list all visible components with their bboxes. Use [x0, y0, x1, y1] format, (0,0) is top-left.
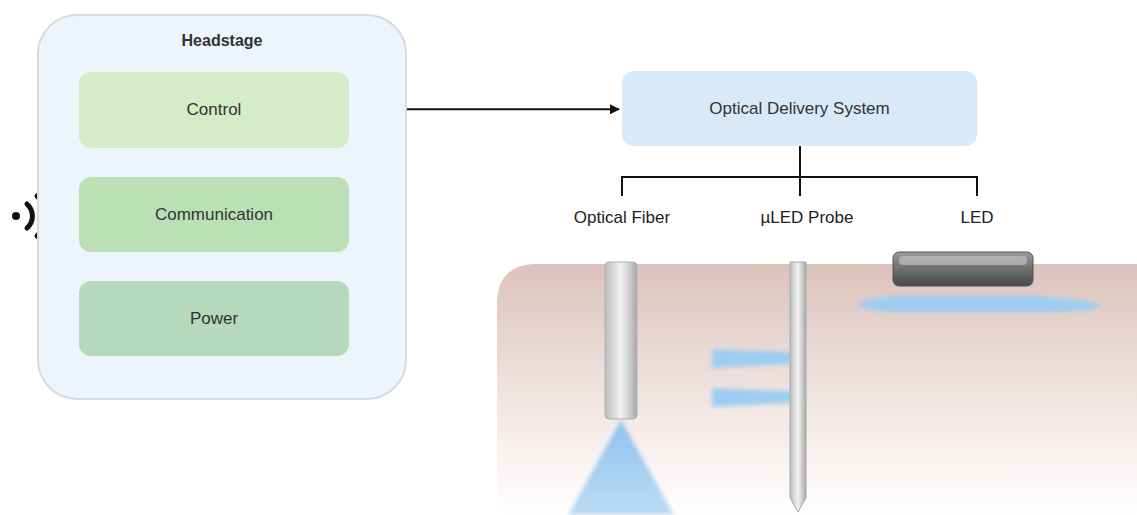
panel-title: Headstage: [39, 32, 405, 50]
led-highlight: [899, 256, 1027, 265]
fiber-light-cone: [568, 420, 674, 515]
process-box: Power: [79, 281, 349, 356]
optical-fiber: [605, 262, 637, 419]
part-label: LED: [960, 208, 993, 228]
part-label: Optical Fiber: [574, 208, 670, 228]
led-body: [893, 252, 1033, 286]
uled-probe: [790, 262, 806, 512]
process-box: Optical Delivery System: [622, 71, 977, 146]
box-label: Control: [187, 100, 242, 120]
led-light: [858, 296, 1100, 312]
branch-lines: [622, 146, 977, 196]
uled-beam: [712, 349, 792, 368]
box-label: Communication: [155, 205, 273, 225]
box-label: Power: [190, 309, 238, 329]
process-box: Communication: [79, 177, 349, 252]
headstage-panel: HeadstageControlCommunicationPower: [37, 14, 407, 400]
uled-beam: [712, 388, 792, 407]
part-label: µLED Probe: [761, 208, 854, 228]
process-box: Control: [79, 72, 349, 148]
box-label: Optical Delivery System: [709, 99, 889, 119]
tissue: [497, 264, 1137, 515]
